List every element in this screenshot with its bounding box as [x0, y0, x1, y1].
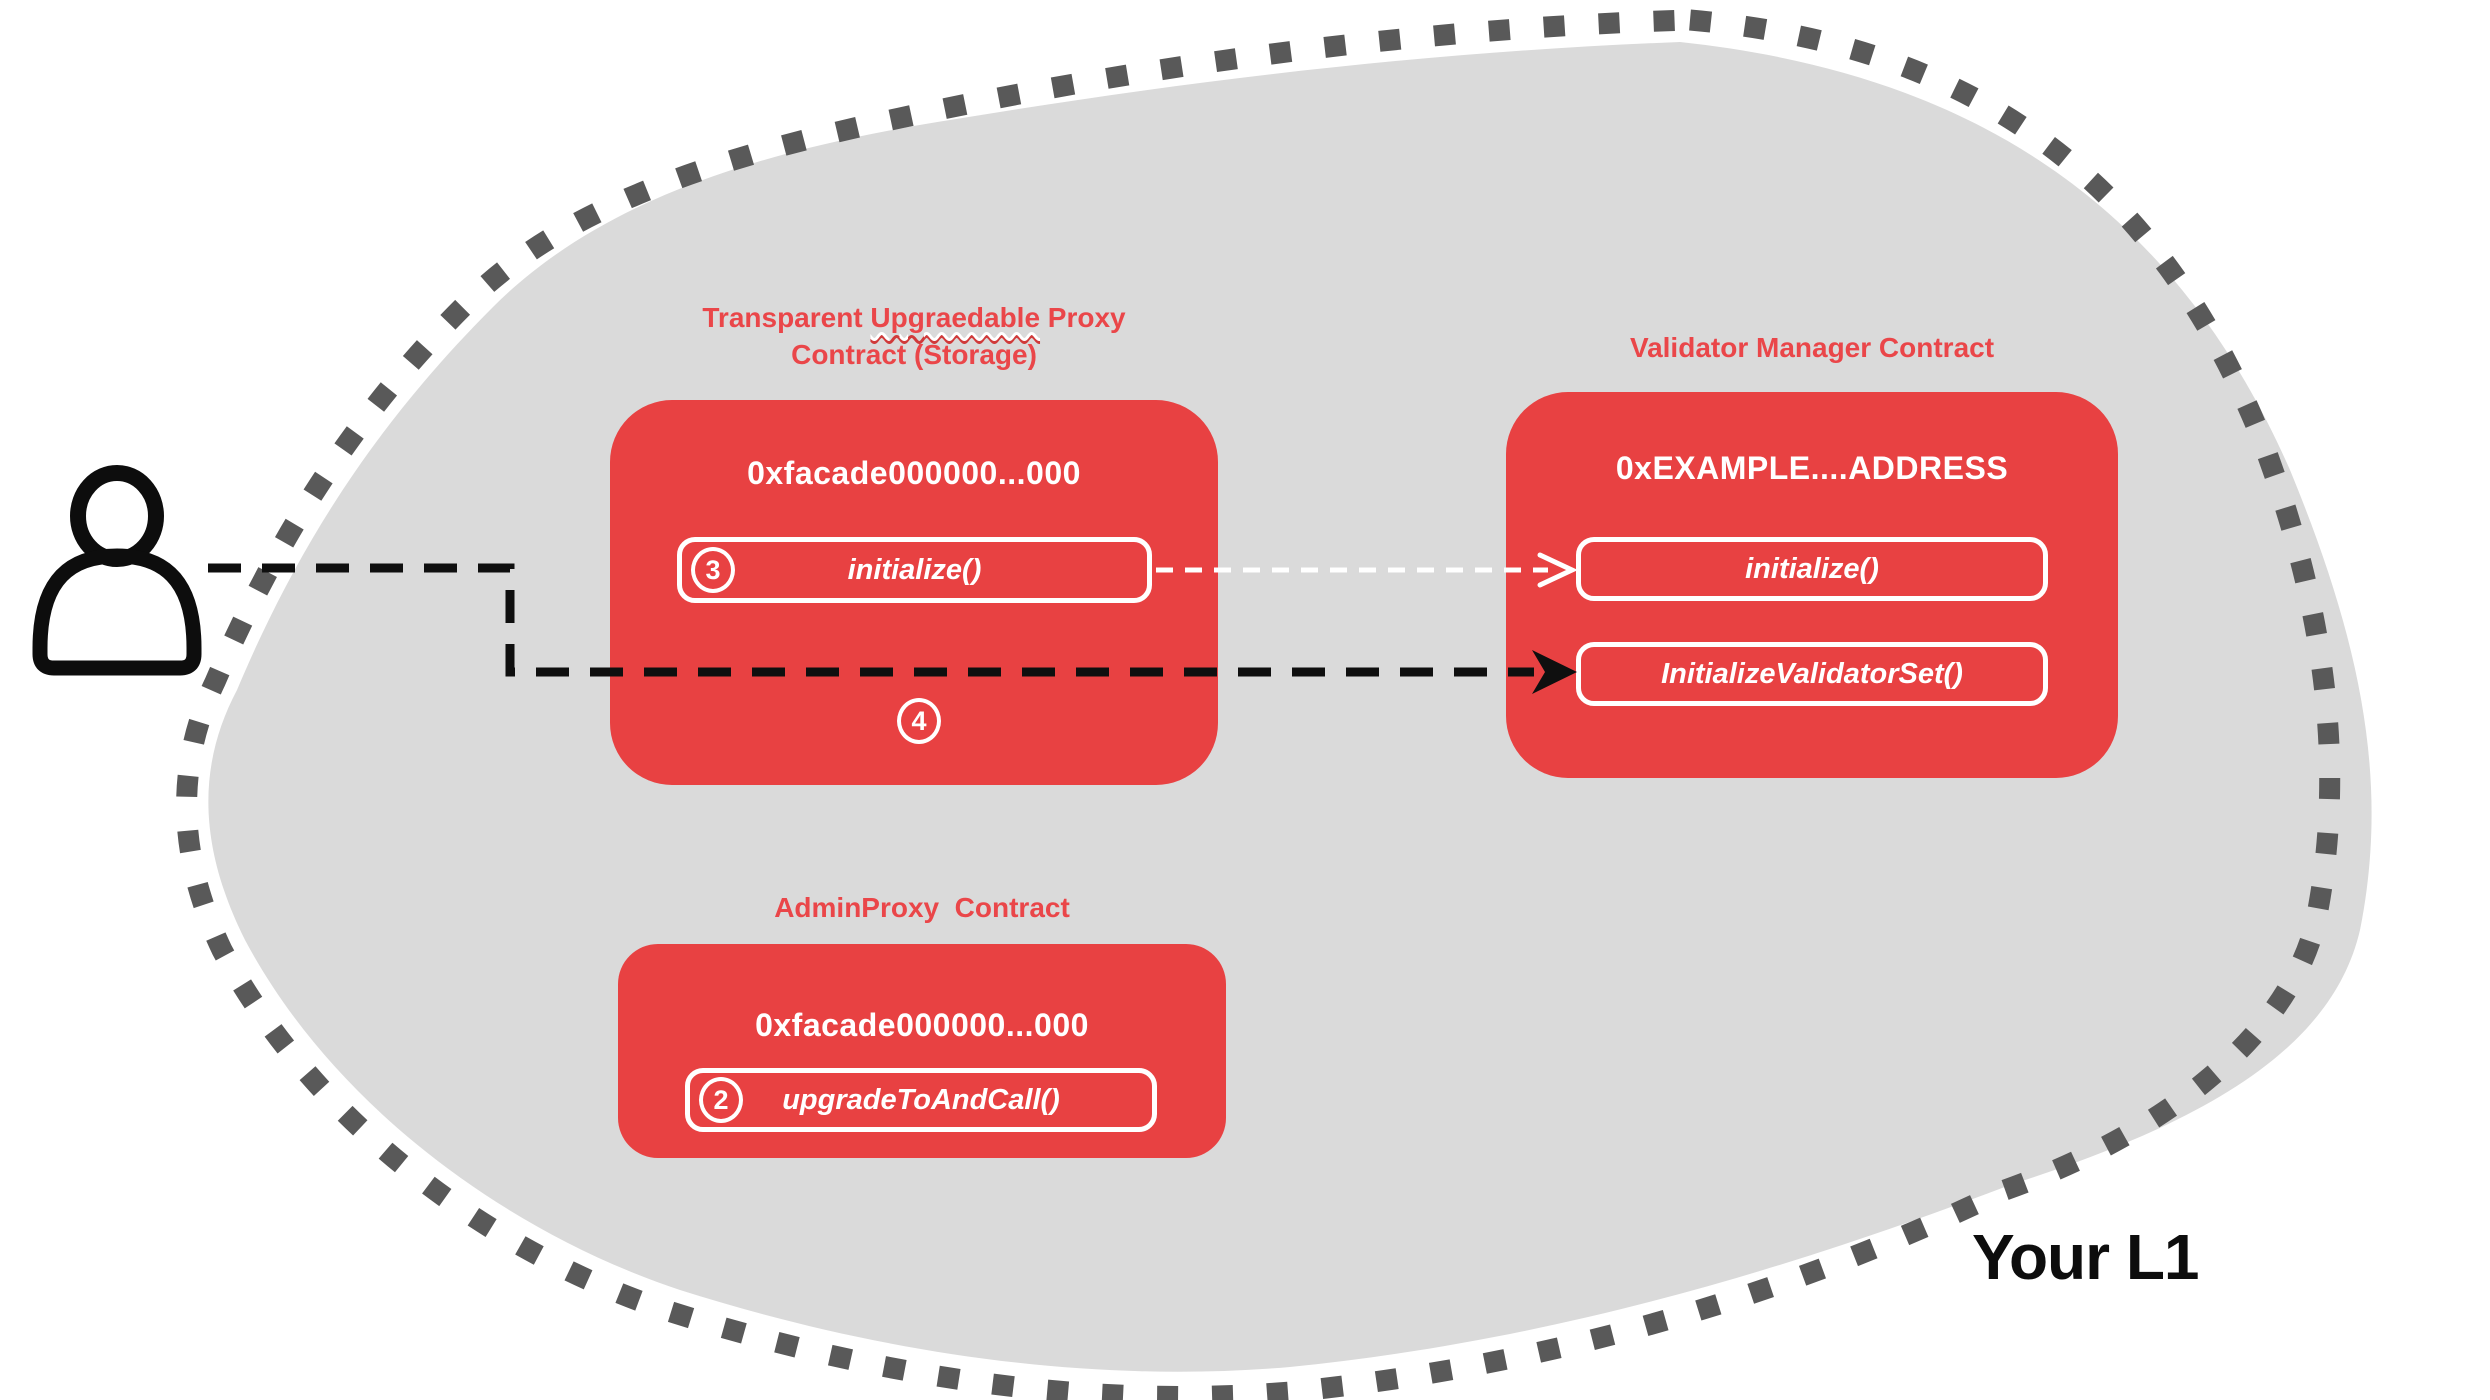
- dotted-border: [176, 9, 2341, 1400]
- proxy-initialize-label: initialize(): [847, 553, 982, 586]
- admin-proxy-contract-address: 0xfacade000000...000: [755, 1007, 1089, 1043]
- initialize-validator-set-label: InitializeValidatorSet(): [1661, 657, 1963, 690]
- validator-initialize-method: initialize(): [1576, 537, 2048, 601]
- proxy-title-part: Proxy: [1040, 302, 1126, 333]
- validator-initialize-validator-set-method: InitializeValidatorSet(): [1576, 642, 2048, 706]
- proxy-title-line2: Contract (Storage): [791, 338, 1037, 370]
- step-4-badge: 4: [897, 698, 941, 744]
- proxy-contract-title: Transparent Upgraedable Proxy Contract (…: [610, 300, 1218, 374]
- admin-upgrade-to-and-call-method: 2 upgradeToAndCall(): [685, 1068, 1157, 1132]
- proxy-title-part: Transparent: [702, 302, 871, 333]
- validator-initialize-label: initialize(): [1745, 552, 1879, 585]
- validator-contract-box: 0xEXAMPLE....ADDRESS: [1506, 392, 2118, 778]
- proxy-initialize-method: 3 initialize(): [677, 537, 1152, 603]
- upgrade-to-and-call-label: upgradeToAndCall(): [782, 1083, 1060, 1116]
- validator-contract-address: 0xEXAMPLE....ADDRESS: [1615, 450, 2009, 486]
- step-2-badge: 2: [699, 1077, 743, 1123]
- step-3-badge: 3: [691, 547, 735, 593]
- your-l1-label: Your L1: [1972, 1221, 2199, 1293]
- spellcheck-squiggle: Upgraedable: [870, 302, 1041, 333]
- validator-contract-title: Validator Manager Contract: [1629, 332, 1995, 363]
- admin-proxy-contract-title: AdminProxy Contract: [774, 892, 1070, 923]
- proxy-contract-address: 0xfacade000000...000: [747, 455, 1081, 491]
